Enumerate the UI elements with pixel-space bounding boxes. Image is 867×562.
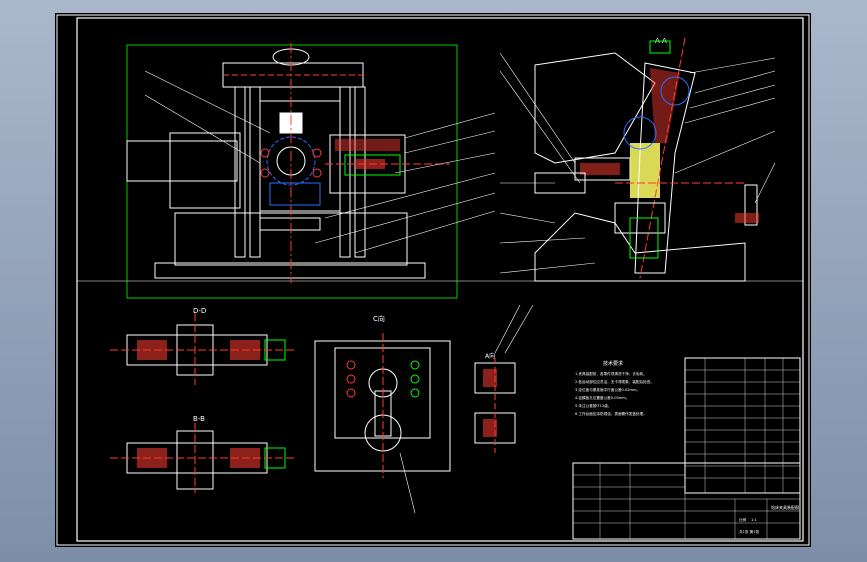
scale-label: 比例 (739, 517, 747, 522)
tech-req-line: 5.未注公差按IT12级。 (575, 403, 611, 408)
front-view[interactable] (126, 43, 496, 299)
title-block: 钻床夹具装配图 比例 1:1 共1张 第1张 (572, 462, 801, 540)
detail-view-dd-top[interactable]: D-D (110, 307, 295, 385)
tech-req-line: 4.钻模板孔位置度公差0.05mm。 (575, 395, 629, 400)
view-bb-label: B-B (193, 415, 205, 423)
scale-value: 1:1 (751, 518, 757, 522)
view-c-label: C向 (373, 314, 385, 323)
view-dd-label: D-D (193, 307, 206, 315)
view-aux[interactable]: A向 (474, 304, 534, 453)
inner-frame (76, 17, 804, 542)
drawing-canvas[interactable]: A-A (55, 13, 811, 547)
side-section-view[interactable]: A-A (499, 37, 776, 282)
drawing-title: 钻床夹具装配图 (771, 504, 799, 510)
view-aux-label: A向 (485, 352, 495, 360)
sheet-count: 共1张 第1张 (739, 529, 759, 534)
drawing-sheet: A-A (55, 13, 811, 547)
detail-view-dd-bottom[interactable]: B-B (110, 415, 295, 493)
technical-requirements: 技术要求 1.夹具装配前，各零件须清洗干净，去毛刺。 2.各运动部位应灵活，无卡… (575, 360, 654, 416)
tech-req-line: 3.定位面与基准面平行度公差0.02mm。 (575, 387, 640, 392)
tech-req-title: 技术要求 (603, 360, 623, 367)
outer-frame (56, 14, 810, 546)
view-c[interactable]: C向 (314, 314, 451, 514)
parts-list (684, 357, 801, 494)
tech-req-line: 6.工作台面应涂防锈油，表面需作发蓝处理。 (575, 411, 647, 416)
tech-req-line: 2.各运动部位应灵活，无卡滞现象，装配后检查。 (575, 379, 654, 384)
tech-req-line: 1.夹具装配前，各零件须清洗干净，去毛刺。 (575, 371, 647, 376)
